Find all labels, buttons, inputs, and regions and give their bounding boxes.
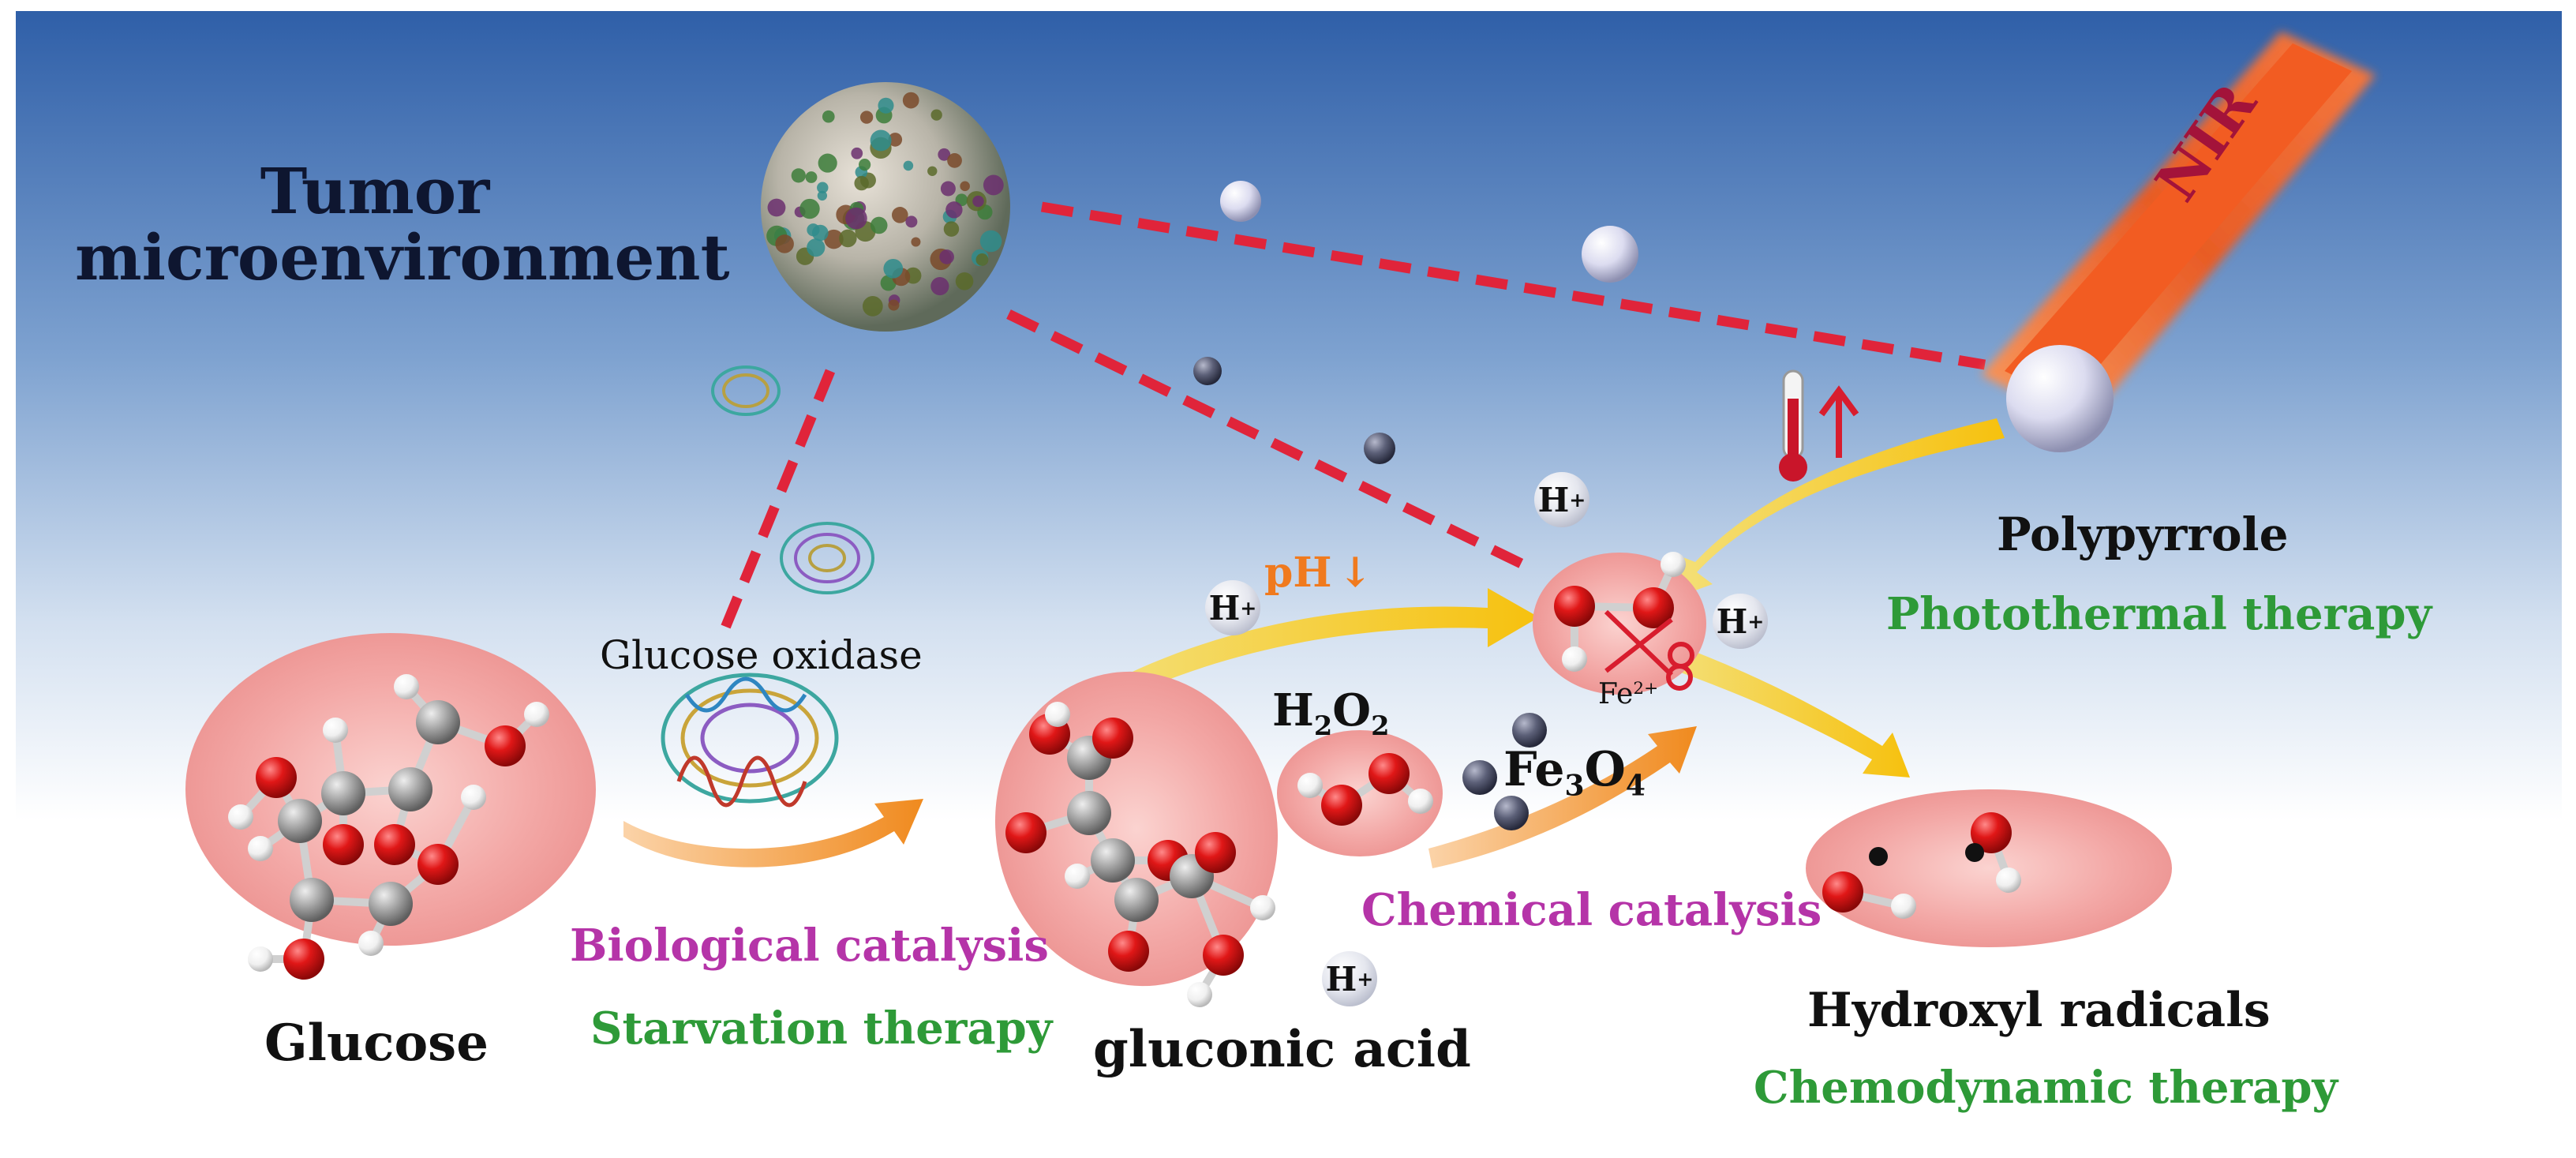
h-ion-4: H+ (1322, 951, 1377, 1006)
photothermal-label: Photothermal therapy (1886, 588, 2432, 640)
biological-catalysis-label: Biological catalysis (570, 920, 1049, 972)
glucose-oxidase-label: Glucose oxidase (600, 632, 923, 678)
chemodynamic-therapy-label: Chemodynamic therapy (1754, 1062, 2338, 1114)
chemical-arrow (1428, 726, 1697, 868)
hydroxyl-radicals-label: Hydroxyl radicals (1807, 983, 2271, 1038)
nanoparticle-icon (761, 82, 1010, 332)
enzyme-small-icon (711, 365, 874, 594)
gluconic-acid-label: gluconic acid (1093, 1020, 1471, 1079)
ph-text: pH (1264, 549, 1332, 597)
dashed-connectors (717, 201, 1986, 638)
polypyrrole-label: Polypyrrole (1997, 508, 2289, 561)
tumor-line2: microenvironment (75, 220, 730, 294)
tumor-title: Tumor microenvironment (75, 154, 730, 294)
nir-beam (1981, 32, 2376, 426)
h-ion-3: H+ (1713, 594, 1768, 649)
polypyrrole-sphere (2006, 345, 2114, 452)
ph-down-arrow: ↓ (1338, 549, 1373, 597)
scissors-icon (1604, 609, 1694, 691)
polypyrrole-arrow (1669, 418, 2005, 600)
chemical-catalysis-label: Chemical catalysis (1361, 884, 1822, 936)
floating-particles (1193, 181, 1638, 464)
molecule-icon (228, 552, 2021, 1007)
fe3o4-particles (1462, 713, 1547, 830)
radical-arrow (1665, 643, 1910, 778)
biological-arrow (623, 799, 923, 868)
thermometer-icon (1779, 369, 1807, 482)
ph-label: pH↓ (1264, 553, 1372, 594)
fe3o4-label: Fe3O4 (1503, 742, 1646, 803)
h2o2-label: H2O2 (1272, 684, 1390, 741)
tumor-line1: Tumor (260, 154, 490, 228)
fe2-label: Fe2+ (1598, 678, 1659, 710)
gluconic-to-h2o2-arrow (1088, 588, 1539, 710)
h-ion-2: H+ (1205, 580, 1260, 635)
glucose-label: Glucose (264, 1014, 489, 1073)
up-arrow-icon (1818, 385, 1859, 458)
enzyme-icon (661, 673, 839, 808)
starvation-therapy-label: Starvation therapy (590, 1002, 1053, 1055)
h-ion-1: H+ (1534, 472, 1589, 527)
